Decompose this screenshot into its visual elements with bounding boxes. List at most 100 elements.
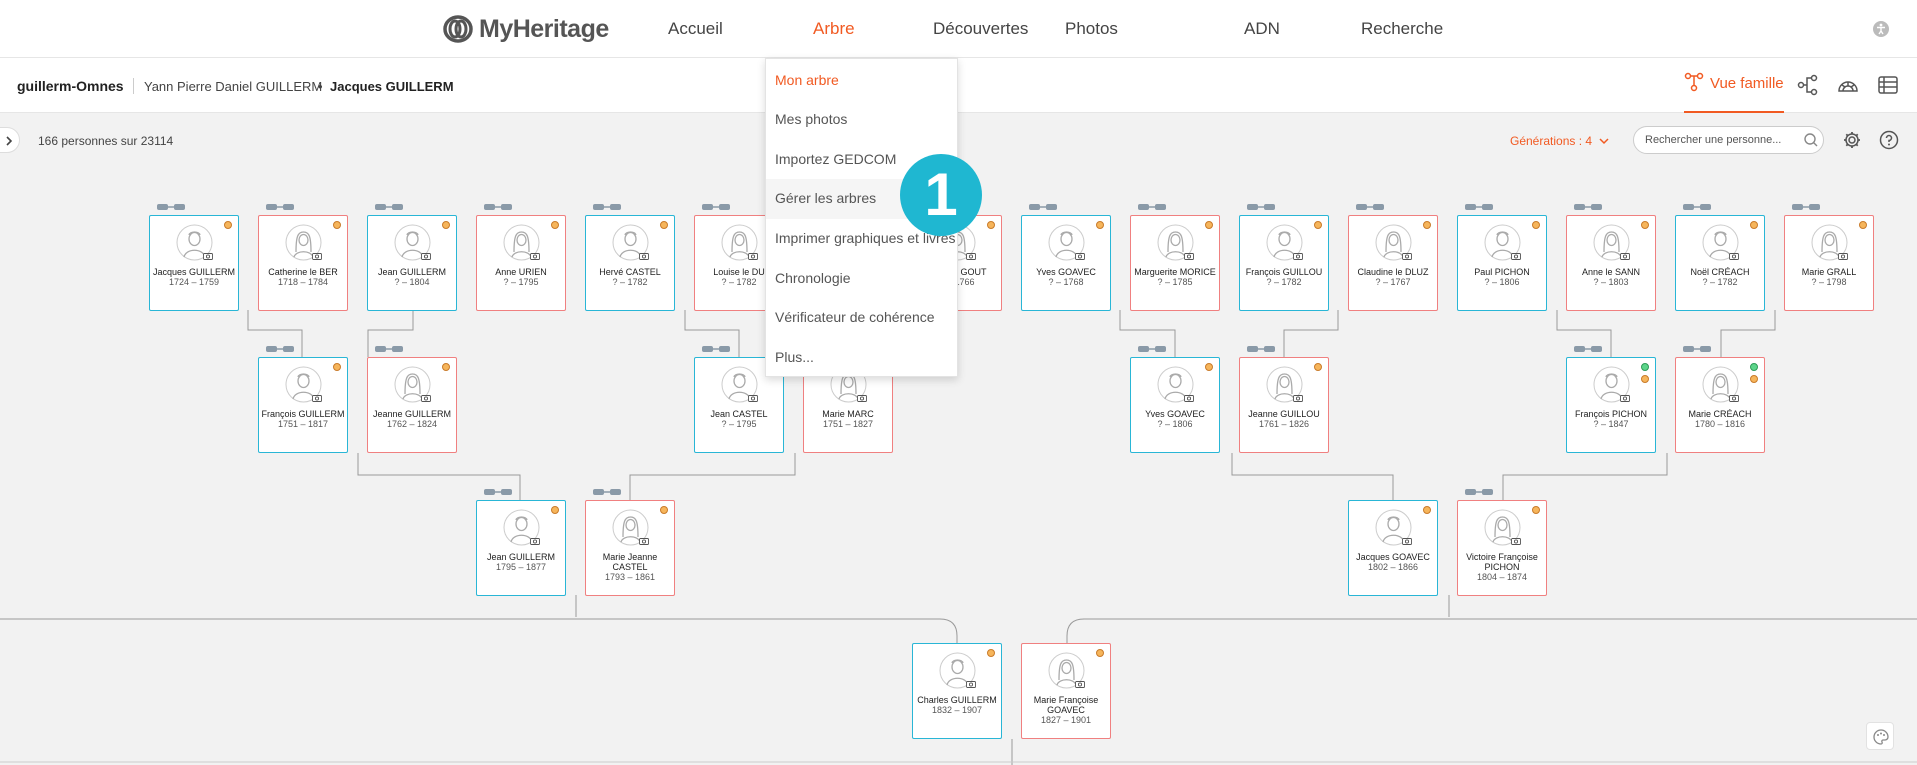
menu-item-chronologie[interactable]: Chronologie bbox=[775, 270, 851, 286]
record-match-icon[interactable] bbox=[987, 649, 995, 657]
record-match-icon[interactable] bbox=[1314, 363, 1322, 371]
nav-adn[interactable]: ADN bbox=[1244, 19, 1280, 38]
expand-parents-icon[interactable] bbox=[1247, 203, 1275, 211]
record-match-icon[interactable] bbox=[333, 363, 341, 371]
pedigree-view-icon[interactable] bbox=[1797, 74, 1819, 96]
expand-parents-icon[interactable] bbox=[1574, 345, 1602, 353]
record-match-icon[interactable] bbox=[1096, 649, 1104, 657]
menu-item-plus[interactable]: Plus... bbox=[775, 349, 814, 365]
person-card[interactable]: François GUILLOU? – 1782 bbox=[1239, 215, 1329, 311]
record-match-icon[interactable] bbox=[987, 221, 995, 229]
expand-parents-icon[interactable] bbox=[157, 203, 185, 211]
person-card[interactable]: Marguerite MORICE? – 1785 bbox=[1130, 215, 1220, 311]
record-match-icon[interactable] bbox=[333, 221, 341, 229]
person-card[interactable]: Anne le SANN? – 1803 bbox=[1566, 215, 1656, 311]
expand-parents-icon[interactable] bbox=[266, 203, 294, 211]
nav-recherche[interactable]: Recherche bbox=[1361, 19, 1444, 38]
help-icon[interactable] bbox=[1879, 130, 1899, 150]
expand-parents-icon[interactable] bbox=[1574, 203, 1602, 211]
list-view-icon[interactable] bbox=[1877, 74, 1899, 96]
record-match-icon[interactable] bbox=[1859, 221, 1867, 229]
expand-parents-icon[interactable] bbox=[1683, 345, 1711, 353]
nav-photos[interactable]: Photos bbox=[1065, 19, 1118, 38]
tree-name[interactable]: guillerm-Omnes bbox=[17, 78, 124, 94]
menu-item-gerer-les-arbres[interactable]: Gérer les arbres bbox=[775, 190, 877, 206]
gear-icon[interactable] bbox=[1842, 130, 1862, 150]
record-match-icon[interactable] bbox=[660, 221, 668, 229]
record-match-icon[interactable] bbox=[1641, 221, 1649, 229]
person-card[interactable]: Hervé CASTEL? – 1782 bbox=[585, 215, 675, 311]
person-card[interactable]: Yves GOAVEC? – 1806 bbox=[1130, 357, 1220, 453]
expand-parents-icon[interactable] bbox=[375, 345, 403, 353]
expand-parents-icon[interactable] bbox=[1138, 345, 1166, 353]
person-card[interactable]: Jean GUILLERM? – 1804 bbox=[367, 215, 457, 311]
nav-accueil[interactable]: Accueil bbox=[668, 19, 723, 38]
nav-decouvertes[interactable]: Découvertes bbox=[933, 19, 1029, 38]
person-card[interactable]: François PICHON? – 1847 bbox=[1566, 357, 1656, 453]
record-match-icon[interactable] bbox=[1423, 221, 1431, 229]
record-match-icon[interactable] bbox=[224, 221, 232, 229]
view-family-tab[interactable]: Vue famille bbox=[1684, 72, 1784, 113]
record-match-icon[interactable] bbox=[1532, 506, 1540, 514]
record-match-icon[interactable] bbox=[551, 506, 559, 514]
menu-item-importez-gedcom[interactable]: Importez GEDCOM bbox=[775, 151, 897, 167]
fan-view-icon[interactable] bbox=[1837, 74, 1859, 96]
expand-parents-icon[interactable] bbox=[484, 488, 512, 496]
generations-selector[interactable]: Générations : 4 bbox=[1510, 134, 1609, 148]
expand-parents-icon[interactable] bbox=[593, 488, 621, 496]
expand-parents-icon[interactable] bbox=[702, 345, 730, 353]
expand-panel-button[interactable] bbox=[0, 127, 20, 153]
smart-match-icon[interactable] bbox=[1750, 363, 1758, 371]
person-card[interactable]: Claudine le DLUZ? – 1767 bbox=[1348, 215, 1438, 311]
record-match-icon[interactable] bbox=[1314, 221, 1322, 229]
menu-item-mes-photos[interactable]: Mes photos bbox=[775, 111, 848, 127]
expand-parents-icon[interactable] bbox=[1029, 203, 1057, 211]
expand-parents-icon[interactable] bbox=[484, 203, 512, 211]
record-match-icon[interactable] bbox=[1205, 221, 1213, 229]
expand-parents-icon[interactable] bbox=[1465, 203, 1493, 211]
search-icon[interactable] bbox=[1803, 132, 1819, 148]
record-match-icon[interactable] bbox=[1423, 506, 1431, 514]
expand-parents-icon[interactable] bbox=[1792, 203, 1820, 211]
nav-arbre[interactable]: Arbre bbox=[813, 19, 855, 38]
expand-parents-icon[interactable] bbox=[1465, 488, 1493, 496]
person-card[interactable]: Anne URIEN? – 1795 bbox=[476, 215, 566, 311]
record-match-icon[interactable] bbox=[1750, 221, 1758, 229]
person-card[interactable]: Yves GOAVEC? – 1768 bbox=[1021, 215, 1111, 311]
menu-item-imprimer[interactable]: Imprimer graphiques et livres bbox=[775, 230, 956, 246]
expand-parents-icon[interactable] bbox=[375, 203, 403, 211]
record-match-icon[interactable] bbox=[1096, 221, 1104, 229]
person-card[interactable]: Paul PICHON? – 1806 bbox=[1457, 215, 1547, 311]
record-match-icon[interactable] bbox=[1641, 375, 1649, 383]
menu-item-mon-arbre[interactable]: Mon arbre bbox=[775, 72, 839, 88]
breadcrumb-person-1[interactable]: Yann Pierre Daniel GUILLERM bbox=[144, 79, 323, 94]
record-match-icon[interactable] bbox=[660, 506, 668, 514]
accessibility-icon[interactable] bbox=[1872, 20, 1890, 38]
record-match-icon[interactable] bbox=[442, 363, 450, 371]
record-match-icon[interactable] bbox=[1205, 363, 1213, 371]
person-search-input[interactable] bbox=[1633, 126, 1824, 154]
breadcrumb-person-2[interactable]: Jacques GUILLERM bbox=[330, 79, 454, 94]
expand-parents-icon[interactable] bbox=[1683, 203, 1711, 211]
theme-palette-button[interactable] bbox=[1866, 722, 1894, 750]
expand-parents-icon[interactable] bbox=[1356, 203, 1384, 211]
expand-parents-icon[interactable] bbox=[1138, 203, 1166, 211]
record-match-icon[interactable] bbox=[1532, 221, 1540, 229]
expand-parents-icon[interactable] bbox=[266, 345, 294, 353]
expand-parents-icon[interactable] bbox=[702, 203, 730, 211]
person-card[interactable]: Noël CRÉACH? – 1782 bbox=[1675, 215, 1765, 311]
person-card[interactable]: Marie GRALL? – 1798 bbox=[1784, 215, 1874, 311]
myheritage-logo[interactable]: MyHeritage bbox=[443, 14, 609, 44]
smart-match-icon[interactable] bbox=[1641, 363, 1649, 371]
